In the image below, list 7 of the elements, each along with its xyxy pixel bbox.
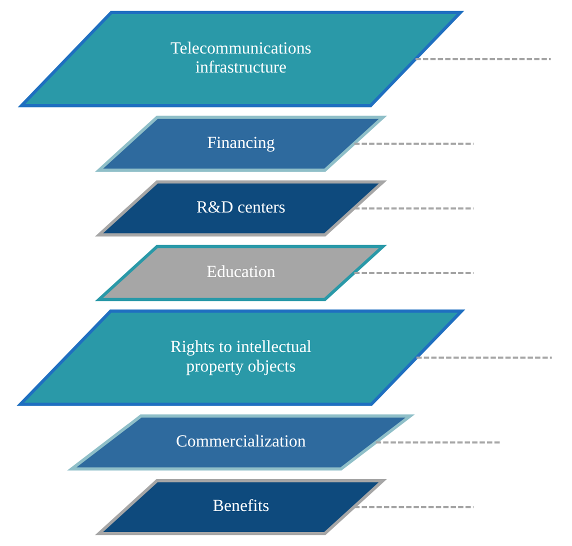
connector bbox=[416, 356, 552, 359]
connector bbox=[354, 506, 474, 508]
connector bbox=[354, 272, 474, 274]
connector bbox=[354, 142, 474, 145]
connector bbox=[354, 207, 474, 210]
connector bbox=[375, 441, 500, 444]
connector bbox=[415, 58, 550, 60]
